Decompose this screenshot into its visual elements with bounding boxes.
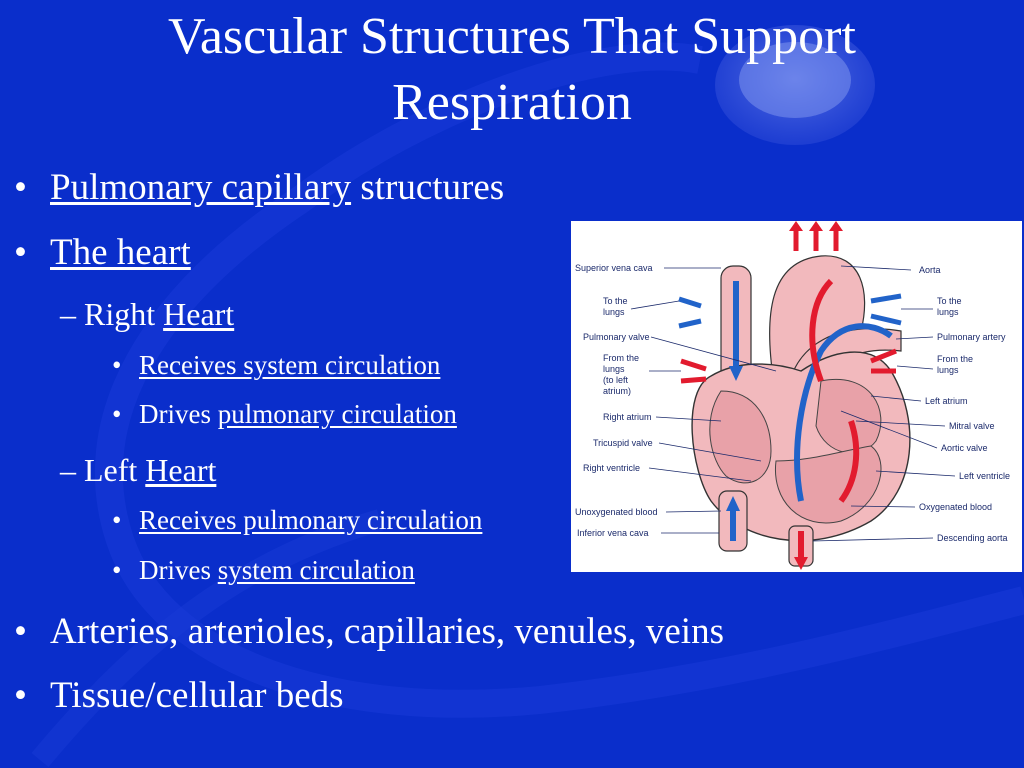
leader-lines bbox=[630, 265, 956, 542]
sub-sub-bullet-receives-system: • Receives system circulation bbox=[112, 350, 440, 381]
slide-title: Vascular Structures That Support Respira… bbox=[40, 4, 984, 136]
bullet-pulmonary-capillary: • Pulmonary capillary structures bbox=[14, 166, 504, 209]
bullet-glyph: • bbox=[112, 399, 122, 429]
label-left-atrium: Left atrium bbox=[925, 396, 968, 406]
sub-bullet-left-heart: – Left Heart bbox=[60, 452, 216, 489]
label-aortic-valve: Aortic valve bbox=[941, 443, 988, 453]
label-aorta: Aorta bbox=[919, 265, 941, 275]
bullet-text: Tissue/cellular beds bbox=[50, 675, 344, 716]
label-right-atrium: Right atrium bbox=[603, 412, 652, 422]
sub-bullet-prefix: – Right bbox=[60, 296, 164, 332]
link-system-circulation[interactable]: system circulation bbox=[217, 555, 415, 585]
bullet-text: Arteries, arterioles, capillaries, venul… bbox=[50, 611, 724, 652]
bullet-glyph: • bbox=[112, 555, 122, 585]
label-left-ventricle: Left ventricle bbox=[959, 471, 1010, 481]
bullet-glyph: • bbox=[14, 232, 27, 273]
label-to-the-lungs-left-2: lungs bbox=[603, 307, 625, 317]
label-to-the-lungs-left: To the bbox=[603, 296, 628, 306]
sub-sub-bullet-receives-pulmonary: • Receives pulmonary circulation bbox=[112, 505, 482, 536]
label-atrium: atrium) bbox=[603, 386, 631, 396]
heart-illustration-icon bbox=[678, 221, 911, 570]
link-receives-pulmonary-circulation[interactable]: Receives pulmonary circulation bbox=[139, 505, 483, 535]
heart-diagram: Superior vena cava To the lungs Pulmonar… bbox=[571, 221, 1022, 572]
bullet-glyph: • bbox=[14, 675, 27, 716]
link-the-heart[interactable]: The heart bbox=[50, 232, 191, 273]
bullet-prefix: Drives bbox=[139, 399, 218, 429]
label-from-the-lungs-left: From the bbox=[603, 353, 639, 363]
label-oxygenated-blood: Oxygenated blood bbox=[919, 502, 992, 512]
bullet-glyph: • bbox=[112, 350, 122, 380]
bullet-the-heart: • The heart bbox=[14, 231, 191, 274]
link-pulmonary-circulation[interactable]: pulmonary circulation bbox=[217, 399, 457, 429]
title-line-1: Vascular Structures That Support bbox=[168, 8, 856, 65]
sub-bullet-right-heart: – Right Heart bbox=[60, 296, 234, 333]
diagram-labels-left: Superior vena cava To the lungs Pulmonar… bbox=[575, 263, 658, 538]
bullet-glyph: • bbox=[14, 611, 27, 652]
bullet-text: structures bbox=[351, 167, 505, 208]
label-from-the-lungs-right-2: lungs bbox=[937, 365, 959, 375]
label-to-the-lungs-right-2: lungs bbox=[937, 307, 959, 317]
label-to-left-atrium: (to left bbox=[603, 375, 629, 385]
label-descending-aorta: Descending aorta bbox=[937, 533, 1008, 543]
link-right-heart[interactable]: Heart bbox=[163, 296, 235, 332]
link-pulmonary-capillary[interactable]: Pulmonary capillary bbox=[50, 167, 352, 208]
label-from-the-lungs-right: From the bbox=[937, 354, 973, 364]
bullet-glyph: • bbox=[112, 505, 122, 535]
link-left-heart[interactable]: Heart bbox=[145, 452, 217, 488]
label-to-the-lungs-right: To the bbox=[937, 296, 962, 306]
label-right-ventricle: Right ventricle bbox=[583, 463, 640, 473]
label-mitral-valve: Mitral valve bbox=[949, 421, 995, 431]
label-unoxygenated-blood: Unoxygenated blood bbox=[575, 507, 658, 517]
label-inferior-vena-cava: Inferior vena cava bbox=[577, 528, 649, 538]
sub-sub-bullet-drives-pulmonary: • Drives pulmonary circulation bbox=[112, 399, 457, 430]
diagram-labels-right: Aorta To the lungs Pulmonary artery From… bbox=[919, 265, 1010, 543]
bullet-prefix: Drives bbox=[139, 555, 218, 585]
label-tricuspid-valve: Tricuspid valve bbox=[593, 438, 653, 448]
bullet-tissue: • Tissue/cellular beds bbox=[14, 674, 344, 717]
title-line-2: Respiration bbox=[392, 74, 632, 131]
label-pulmonary-artery: Pulmonary artery bbox=[937, 332, 1006, 342]
label-pulmonary-valve: Pulmonary valve bbox=[583, 332, 650, 342]
sub-sub-bullet-drives-system: • Drives system circulation bbox=[112, 555, 415, 586]
link-receives-system-circulation[interactable]: Receives system circulation bbox=[139, 350, 441, 380]
bullet-vessels: • Arteries, arterioles, capillaries, venu… bbox=[14, 610, 724, 653]
label-from-the-lungs-left-2: lungs bbox=[603, 364, 625, 374]
bullet-glyph: • bbox=[14, 167, 27, 208]
sub-bullet-prefix: – Left bbox=[60, 452, 146, 488]
label-superior-vena-cava: Superior vena cava bbox=[575, 263, 653, 273]
